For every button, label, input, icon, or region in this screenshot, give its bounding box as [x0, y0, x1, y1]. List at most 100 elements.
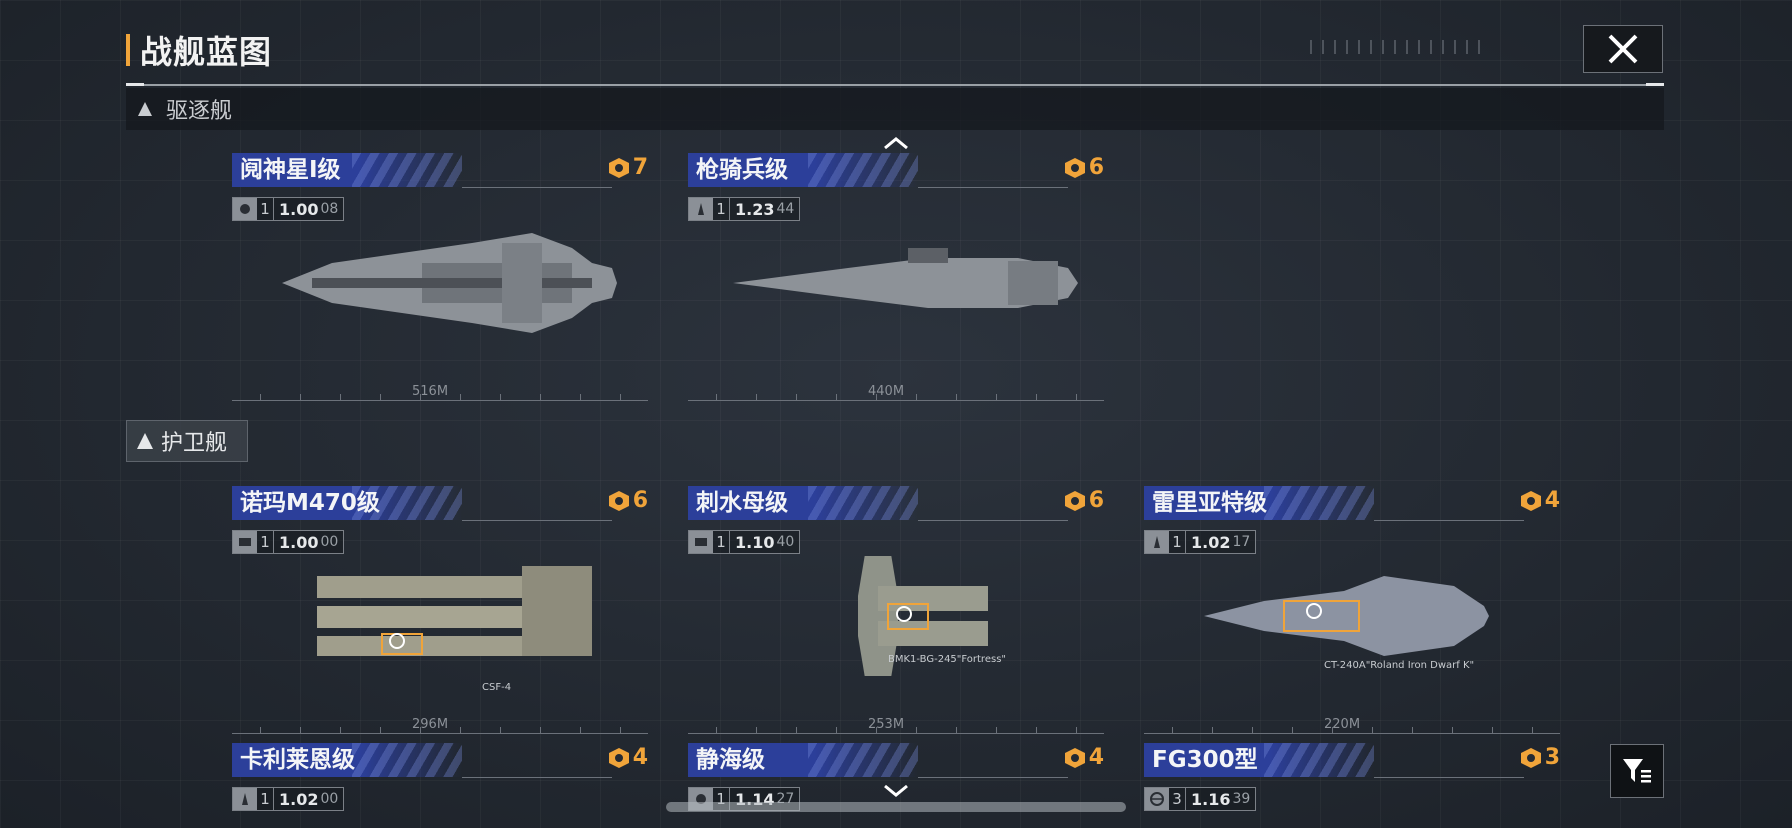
- stat-badge: 1 1.02 17: [1144, 530, 1257, 554]
- ship-image: [858, 556, 988, 676]
- header-divider: [126, 83, 1664, 86]
- stat-badge: 1 1.02 00: [232, 787, 345, 811]
- cost-badge: 6: [1064, 155, 1104, 180]
- stat-main: 1.10: [735, 532, 775, 552]
- cost-badge: 7: [608, 155, 648, 180]
- cost-value: 7: [632, 155, 648, 180]
- ship-name: 静海级: [696, 747, 765, 773]
- cost-badge: 6: [1064, 488, 1104, 513]
- scale-ruler: [1144, 719, 1560, 734]
- close-icon: [1608, 34, 1638, 64]
- stat-badge: 1 1.23 44: [688, 197, 801, 221]
- scale-ruler: [688, 719, 1104, 734]
- page-title: 战舰蓝图: [126, 28, 272, 72]
- filter-list-icon: [1623, 759, 1651, 783]
- ship-length: 296M: [412, 717, 449, 732]
- ship-card-reliant[interactable]: 雷里亚特级 4 1 1.02 17 CT-240A"Roland Iron Dw…: [1144, 486, 1564, 738]
- ship-name: FG300型: [1152, 747, 1258, 773]
- ship-card-tranquil-sea[interactable]: 静海级 4 1 1.14 27: [688, 743, 1108, 828]
- command-point-icon: [608, 747, 629, 768]
- ship-length: 253M: [868, 717, 905, 732]
- ship-card-erinys[interactable]: 阋神星I级 7 1 1.00 08 516M: [232, 153, 652, 405]
- section-header-destroyer[interactable]: 驱逐舰: [126, 88, 1664, 130]
- name-bar: [1144, 743, 1374, 777]
- ship-length: 220M: [1324, 717, 1361, 732]
- section-label-frigate: 护卫舰: [161, 431, 228, 456]
- chevron-down-icon[interactable]: [881, 780, 911, 800]
- leader-line: [1374, 777, 1524, 778]
- leader-line: [462, 777, 612, 778]
- cost-value: 4: [632, 745, 648, 770]
- stat-level: 1: [257, 531, 274, 553]
- stat-level: 1: [257, 788, 274, 810]
- ship-type-icon: [689, 198, 713, 220]
- globe-icon: [1145, 788, 1169, 810]
- stat-level: 1: [1169, 531, 1186, 553]
- cost-badge: 4: [608, 745, 648, 770]
- cost-value: 6: [1088, 488, 1104, 513]
- ship-type-icon: [1145, 531, 1169, 553]
- chevron-up-icon[interactable]: [881, 134, 911, 154]
- command-point-icon: [1520, 490, 1541, 511]
- stat-sub: 39: [1232, 791, 1251, 807]
- ship-image: [317, 566, 592, 656]
- ship-card-callisto[interactable]: 卡利莱恩级 4 1 1.02 00: [232, 743, 652, 828]
- page-title-text: 战舰蓝图: [140, 33, 273, 71]
- ship-name: 雷里亚特级: [1152, 490, 1267, 516]
- ship-type-icon: [689, 531, 713, 553]
- stat-main: 1.00: [279, 532, 319, 552]
- stat-level: 1: [257, 198, 274, 220]
- command-point-icon: [1064, 490, 1085, 511]
- weapon-callout: CSF-4: [482, 682, 512, 693]
- name-bar: [232, 486, 462, 520]
- scrollbar[interactable]: [666, 802, 1126, 812]
- ship-image: [733, 248, 1078, 308]
- stat-main: 1.02: [1191, 532, 1231, 552]
- leader-line: [918, 777, 1068, 778]
- ship-name: 阋神星I级: [240, 157, 341, 183]
- cost-badge: 4: [1520, 488, 1560, 513]
- ship-name: 卡利莱恩级: [240, 747, 355, 773]
- ship-card-jellyfish[interactable]: 刺水母级 6 1 1.10 40 BMK1-BG-245"Fortress" 2…: [688, 486, 1108, 738]
- cost-badge: 3: [1520, 745, 1560, 770]
- ship-name: 枪骑兵级: [696, 157, 788, 183]
- section-header-frigate[interactable]: 护卫舰: [126, 420, 248, 462]
- command-point-icon: [1064, 157, 1085, 178]
- command-point-icon: [608, 490, 629, 511]
- title-accent-bar: [126, 34, 130, 66]
- stat-main: 1.16: [1191, 789, 1231, 809]
- name-bar: [232, 153, 462, 187]
- ship-card-fg300[interactable]: FG300型 3 3 1.16 39: [1144, 743, 1564, 828]
- name-bar: [232, 743, 462, 777]
- ship-card-noma[interactable]: 诺玛M470级 6 1 1.00 00 CSF-4 296M: [232, 486, 652, 738]
- filter-button[interactable]: [1610, 744, 1664, 798]
- cost-value: 3: [1544, 745, 1560, 770]
- close-button[interactable]: [1583, 25, 1663, 73]
- stat-main: 1.00: [279, 199, 319, 219]
- stat-level: 3: [1169, 788, 1186, 810]
- decorative-ticks: [1310, 40, 1490, 54]
- leader-line: [462, 187, 612, 188]
- collapse-triangle-icon: [137, 433, 153, 449]
- stat-level: 1: [713, 198, 730, 220]
- name-bar: [688, 486, 918, 520]
- cost-badge: 6: [608, 488, 648, 513]
- cost-value: 4: [1544, 488, 1560, 513]
- section-label-destroyer: 驱逐舰: [166, 99, 233, 124]
- leader-line: [462, 520, 612, 521]
- leader-line: [918, 187, 1068, 188]
- ship-type-icon: [233, 788, 257, 810]
- ship-name: 诺玛M470级: [240, 490, 380, 516]
- ship-card-lancer[interactable]: 枪骑兵级 6 1 1.23 44 440M: [688, 153, 1108, 405]
- leader-line: [1374, 520, 1524, 521]
- weapon-callout: CT-240A"Roland Iron Dwarf K": [1324, 660, 1475, 671]
- stat-sub: 00: [320, 791, 339, 807]
- scale-ruler: [232, 386, 648, 401]
- ship-type-icon: [233, 531, 257, 553]
- ship-length: 516M: [412, 384, 449, 399]
- stat-main: 1.23: [735, 199, 775, 219]
- stat-level: 1: [713, 788, 730, 810]
- ship-length: 440M: [868, 384, 905, 399]
- cost-value: 4: [1088, 745, 1104, 770]
- name-bar: [1144, 486, 1374, 520]
